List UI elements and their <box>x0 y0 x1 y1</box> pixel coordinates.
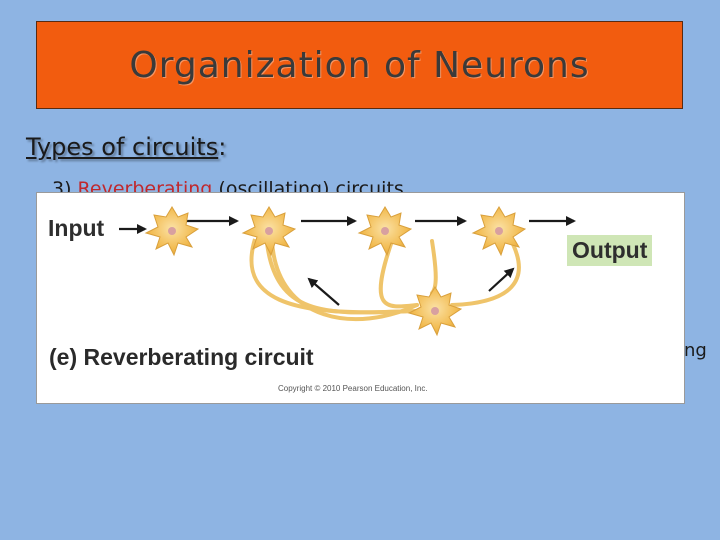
neuron-3 <box>357 206 413 257</box>
circuit-diagram <box>119 206 576 337</box>
subheading-text: Types of circuits <box>26 133 219 161</box>
signal-arrows <box>119 216 576 234</box>
output-label: Output <box>567 235 653 266</box>
circuit-figure: Input Output (e) Reverberating circuit C… <box>36 192 685 404</box>
neuron-feedback <box>407 286 463 337</box>
input-label: Input <box>48 215 105 241</box>
bullet-item: 3) Reverberating (oscillating) circuits <box>52 178 404 192</box>
neuron-2 <box>241 206 297 257</box>
subheading-colon: : <box>218 133 227 161</box>
neuron-4 <box>471 206 527 257</box>
feedback-arrows <box>307 267 515 306</box>
bullet-highlight: Reverberating <box>77 178 213 192</box>
copyright-notice: Copyright © 2010 Pearson Education, Inc. <box>278 384 428 393</box>
slide-title: Organization of Neurons <box>129 44 590 86</box>
arrow-feedback-left <box>307 277 340 306</box>
title-banner: Organization of Neurons <box>36 21 683 109</box>
subheading: Types of circuits: <box>26 133 226 161</box>
figure-caption: (e) Reverberating circuit <box>49 344 314 370</box>
occluded-text-fragment: ng <box>684 340 707 361</box>
arrow-feedback-right <box>488 267 515 292</box>
neuron-1 <box>144 206 200 257</box>
feedback-axon <box>249 238 410 315</box>
bullet-rest: (oscillating) circuits <box>212 178 404 192</box>
bullet-number: 3) <box>52 178 78 192</box>
